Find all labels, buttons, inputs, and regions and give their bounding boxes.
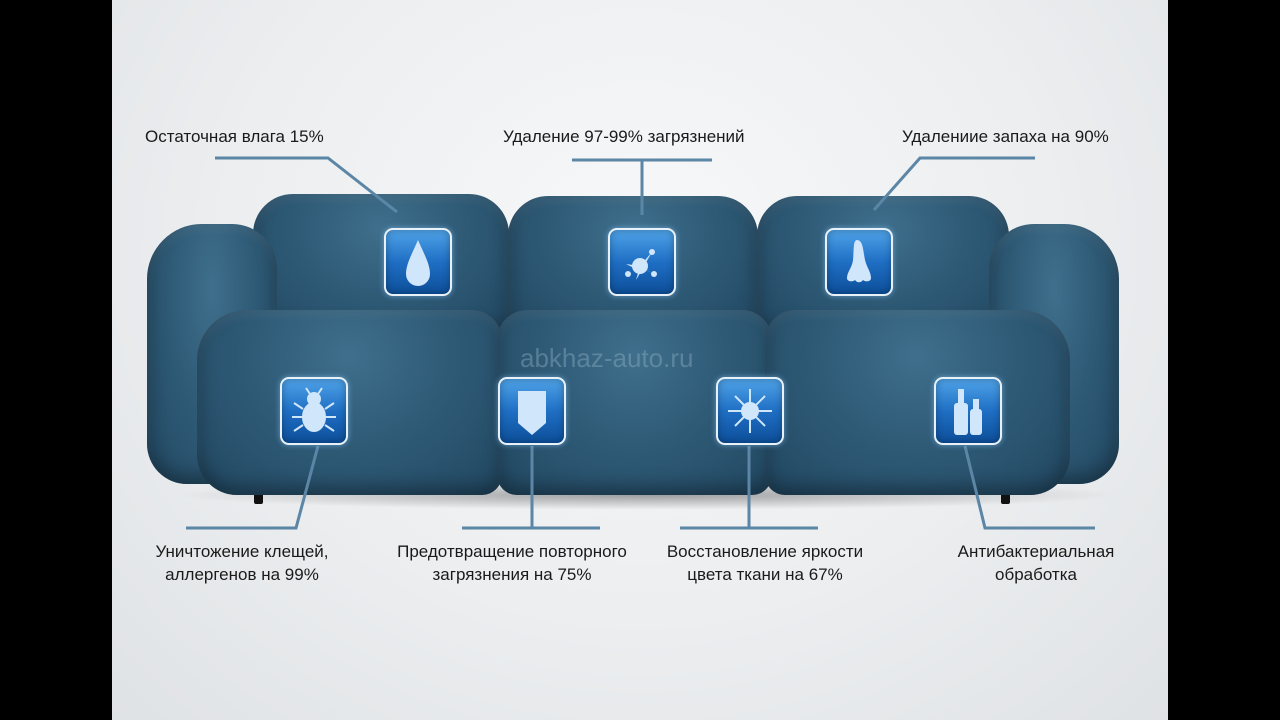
connector-line xyxy=(872,156,1035,211)
feature-label-color-brightness: Восстановление яркости цвета ткани на 67… xyxy=(666,542,864,584)
shield-icon xyxy=(498,377,566,445)
sofa-leg-left xyxy=(254,488,263,504)
sun-brightness-icon xyxy=(716,377,784,445)
mite-bug-icon xyxy=(280,377,348,445)
connector-lines xyxy=(186,156,1095,530)
feature-label-residual-moisture: Остаточная влага 15% xyxy=(145,127,324,146)
watermark: abkhaz-auto.ru xyxy=(520,343,694,373)
water-drop-icon xyxy=(384,228,452,296)
nose-icon xyxy=(825,228,893,296)
feature-label-antibacterial: Антибактериальная обработка xyxy=(957,542,1115,584)
feature-label-dirt-removal: Удаление 97-99% загрязнений xyxy=(503,127,745,146)
bottles-icon xyxy=(934,377,1002,445)
feature-label-mites: Уничтожение клещей, аллергенов на 99% xyxy=(155,542,329,584)
infographic: abkhaz-auto.ru Остаточн xyxy=(112,0,1168,720)
stain-splash-icon xyxy=(608,228,676,296)
connector-line xyxy=(186,445,320,530)
sofa-leg-right xyxy=(1001,488,1010,504)
connector-line xyxy=(215,156,398,214)
seat-cushion-right xyxy=(765,310,1070,495)
seat-cushion-left xyxy=(197,310,502,495)
connector-line xyxy=(963,445,1095,530)
feature-label-recontamination: Предотвращение повторного загрязнения на… xyxy=(397,542,627,584)
feature-label-odor-removal: Удалениие запаха на 90% xyxy=(902,127,1109,146)
